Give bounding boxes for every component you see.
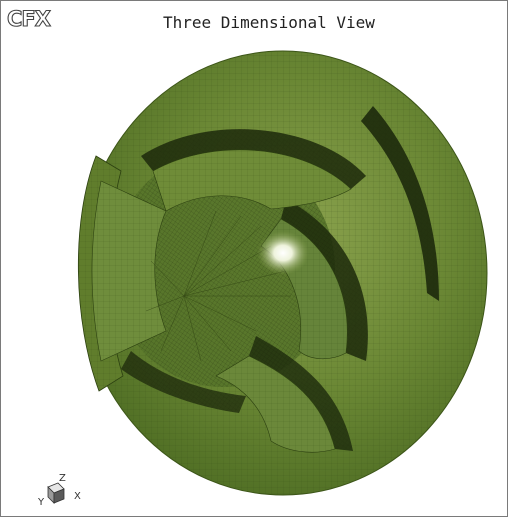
axis-triad: Z X Y [34, 471, 94, 511]
hub-spokes [145, 210, 291, 362]
axis-triad-cube [47, 482, 65, 504]
3d-viewport[interactable] [1, 31, 507, 516]
axis-y-label: Y [38, 497, 45, 508]
axis-x-label: X [74, 491, 81, 502]
axis-z-label: Z [59, 473, 66, 484]
view-title: Three Dimensional View [163, 13, 375, 32]
specular-highlight [257, 231, 309, 275]
impeller-mesh [77, 50, 488, 496]
cfx-logo: CFX [6, 6, 51, 31]
